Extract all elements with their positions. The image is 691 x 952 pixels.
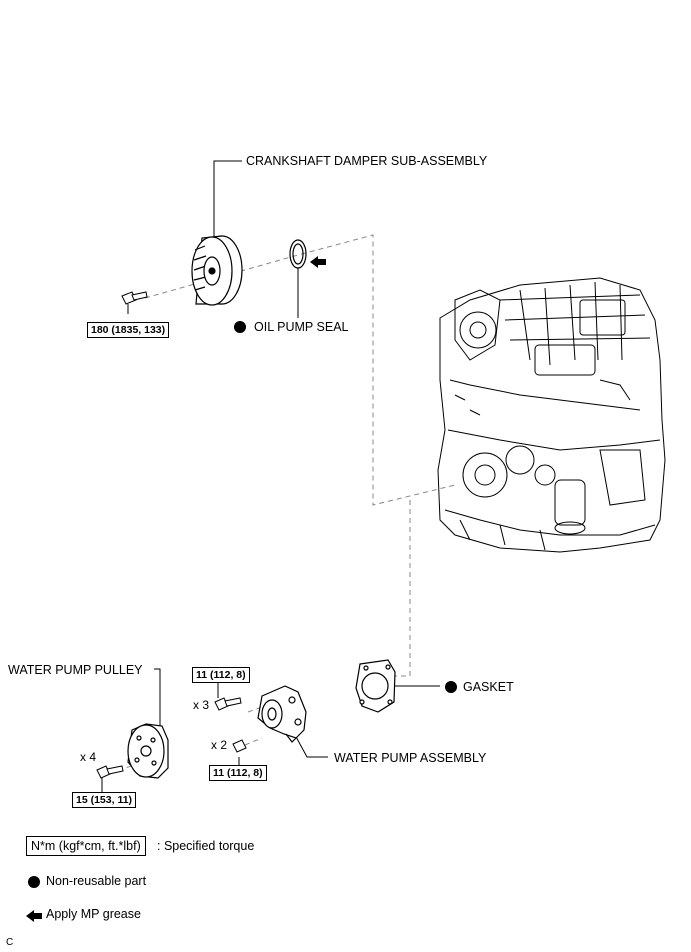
water-pump-assembly — [257, 685, 307, 743]
oil-pump-seal-label: OIL PUMP SEAL — [254, 320, 349, 334]
legend-nonreusable-dot-icon — [28, 876, 40, 888]
pulley-bolt — [96, 765, 124, 779]
engine-block — [437, 277, 666, 553]
legend-torque-desc: : Specified torque — [157, 839, 255, 853]
water-pump-pulley-label: WATER PUMP PULLEY — [8, 663, 143, 677]
nonreusable-dot-icon — [445, 681, 457, 693]
qty-pump-top: x 3 — [193, 698, 210, 712]
torque-pump-bolt-bottom: 11 (112, 8) — [209, 765, 267, 781]
damper-bolt — [121, 291, 148, 314]
qty-pulley: x 4 — [80, 750, 97, 764]
gasket — [355, 659, 396, 713]
legend-grease-arrow-icon — [26, 910, 42, 922]
legend-nonreusable-text: Non-reusable part — [46, 874, 147, 888]
leader-lines — [101, 160, 440, 792]
qty-pump-bottom: x 2 — [211, 738, 228, 752]
crankshaft-damper-pulley — [191, 235, 243, 306]
footer-code: C — [6, 937, 14, 948]
torque-damper-bolt: 180 (1835, 133) — [87, 322, 170, 338]
water-pump-assembly-label: WATER PUMP ASSEMBLY — [334, 751, 487, 765]
legend-grease-text: Apply MP grease — [46, 907, 141, 921]
gasket-label: GASKET — [463, 680, 514, 694]
crankshaft-damper-label: CRANKSHAFT DAMPER SUB-ASSEMBLY — [246, 154, 488, 168]
water-pump-bolts — [214, 697, 247, 753]
legend-torque-box: N*m (kgf*cm, ft.*lbf) — [26, 836, 146, 856]
mp-grease-arrow-icon — [310, 256, 326, 268]
oil-pump-seal — [289, 239, 307, 269]
torque-pulley-bolt: 15 (153, 11) — [72, 792, 137, 808]
torque-pump-bolt-top: 11 (112, 8) — [192, 667, 250, 683]
water-pump-pulley — [127, 723, 169, 779]
nonreusable-dot-icon — [234, 321, 246, 333]
